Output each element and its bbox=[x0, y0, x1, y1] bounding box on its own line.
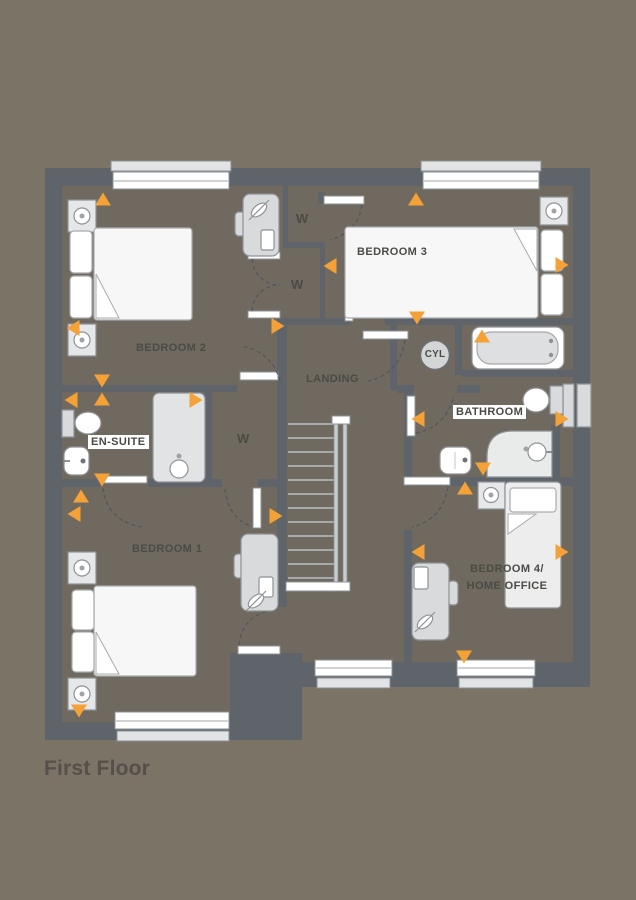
window-bedroom3 bbox=[420, 160, 542, 190]
bedroom3-furniture bbox=[344, 196, 569, 319]
double-bed-icon bbox=[69, 227, 193, 321]
single-bed-icon bbox=[504, 481, 562, 609]
toilet-icon bbox=[522, 385, 564, 415]
window-landing bbox=[314, 659, 393, 689]
window-bedroom2 bbox=[110, 160, 232, 190]
door-wardrobe-bedroom1 bbox=[224, 487, 262, 529]
wardrobe-label-1: W bbox=[296, 211, 309, 226]
bedroom4-furniture bbox=[411, 481, 562, 641]
room-label-bedroom4-line1: BEDROOM 4/ bbox=[470, 563, 544, 575]
dressing-table-icon bbox=[234, 193, 280, 257]
desk-icon bbox=[411, 562, 459, 641]
bedroom1-furniture bbox=[67, 533, 279, 711]
toilet-icon bbox=[61, 409, 102, 438]
bedroom2-furniture bbox=[67, 193, 280, 357]
wardrobe-label-2: W bbox=[291, 277, 304, 292]
bathroom-fixtures bbox=[419, 326, 565, 478]
bedside-table-icon bbox=[67, 199, 97, 233]
room-label-ensuite: EN-SUITE bbox=[88, 435, 149, 449]
direction-marker-icons bbox=[64, 192, 569, 718]
room-label-bathroom: BATHROOM bbox=[453, 405, 527, 419]
ensuite-fixtures bbox=[61, 392, 206, 483]
basin-icon bbox=[63, 446, 90, 476]
door-cylinder-cupboard bbox=[362, 330, 409, 382]
bedside-table-icon bbox=[67, 551, 97, 585]
windows bbox=[110, 160, 592, 742]
room-label-bedroom2: BEDROOM 2 bbox=[136, 342, 207, 354]
door-bedroom2 bbox=[239, 345, 281, 382]
room-label-bedroom4-line2: HOME OFFICE bbox=[466, 580, 548, 592]
corner-shower-icon bbox=[486, 430, 554, 478]
bedside-table-icon bbox=[477, 481, 506, 510]
floor-title: First Floor bbox=[44, 757, 151, 780]
room-label-landing: LANDING bbox=[306, 373, 359, 385]
staircase bbox=[285, 415, 351, 592]
window-bedroom1 bbox=[114, 711, 230, 742]
door-bathroom bbox=[406, 395, 455, 437]
cylinder-label: CYL bbox=[424, 349, 446, 360]
shower-icon bbox=[152, 392, 206, 483]
bathtub-icon bbox=[471, 326, 565, 370]
bedside-table-icon bbox=[67, 323, 97, 357]
double-bed-icon bbox=[344, 226, 564, 319]
double-bed-icon bbox=[71, 585, 197, 677]
basin-icon bbox=[439, 446, 472, 475]
cylinder-cupboard-icon bbox=[419, 339, 451, 371]
wardrobe-label-3: W bbox=[237, 431, 250, 446]
room-label-bedroom4: BEDROOM 4/ HOME OFFICE bbox=[459, 561, 555, 595]
window-bedroom4 bbox=[456, 659, 536, 689]
bedside-table-icon bbox=[539, 196, 569, 226]
room-label-bedroom1: BEDROOM 1 bbox=[132, 543, 203, 555]
radiator-icon bbox=[562, 383, 592, 428]
door-bedroom4 bbox=[403, 476, 451, 528]
room-label-bedroom3: BEDROOM 3 bbox=[357, 246, 428, 258]
dressing-table-icon bbox=[233, 533, 279, 612]
